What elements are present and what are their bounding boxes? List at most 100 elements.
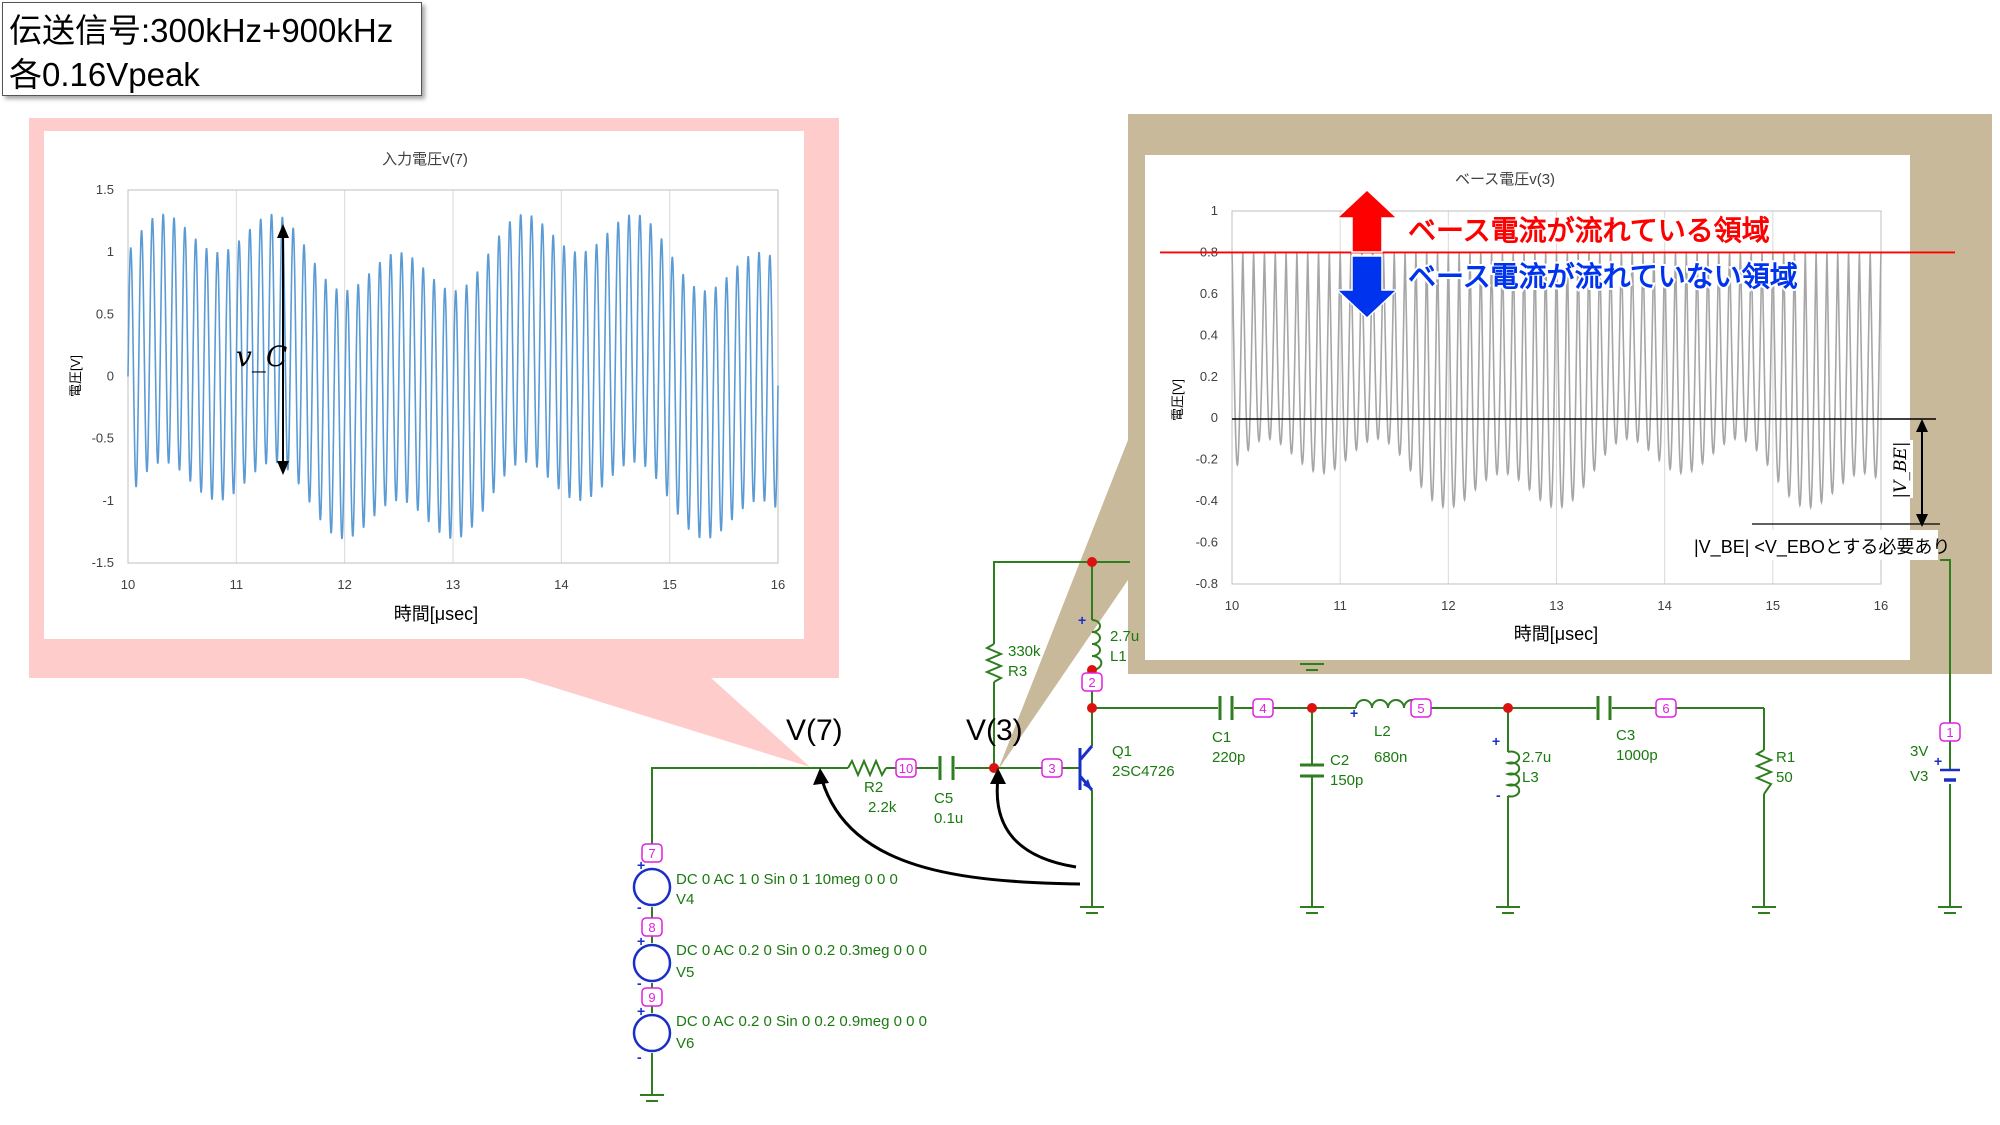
node-marker-box [641,987,663,1007]
label-c3-ref: C3 [1616,727,1635,744]
condition-box [1690,530,1938,560]
wire-input [651,767,848,861]
resistor-r1 [1754,749,1774,795]
label-l2-val: 680n [1374,749,1407,766]
svg-text:+: + [637,857,645,873]
x-tick-label: 13 [446,577,460,592]
y-tick-label: -0.6 [1196,535,1218,550]
node-marker-label: 5 [1417,701,1424,716]
label-v5-spec: DC 0 AC 0.2 0 Sin 0 0.2 0.3meg 0 0 0 [676,942,927,959]
label-c1-ref: C1 [1212,729,1231,746]
svg-text:+: + [1078,612,1086,628]
chart2-y-label: 電圧[V] [1170,379,1185,421]
svg-text:+: + [1492,733,1500,749]
node-marker-box [641,917,663,937]
node-marker-box [641,843,663,863]
y-tick-label: 0.6 [1200,286,1218,301]
pink-callout-pointer [520,677,810,767]
ground-v3 [1938,906,1962,914]
x-tick-label: 13 [1549,598,1563,613]
label-r2-ref: R2 [864,779,883,796]
x-tick-label: 11 [1333,598,1347,613]
x-tick-label: 10 [121,577,135,592]
q1-collector-leg [1078,745,1094,761]
node-marker-box [895,758,917,778]
x-tick-label: 15 [1766,598,1780,613]
chart2-x-label: 時間[μsec] [1514,624,1598,644]
ground-c2 [1300,906,1324,914]
q1-emitter-arrow [1083,779,1092,790]
label-l2-ref: L2 [1374,723,1391,740]
svg-text:-: - [637,1049,642,1065]
ground-under-chart [1300,663,1324,671]
label-c1-val: 220p [1212,749,1245,766]
svg-text:-: - [1496,787,1501,803]
x-tick-label: 16 [771,577,785,592]
label-c3-val: 1000p [1616,747,1658,764]
label-l3-val: 2.7u [1522,749,1551,766]
x-tick-label: 16 [1874,598,1888,613]
x-tick-label: 12 [1441,598,1455,613]
label-r2-val: 2.2k [868,799,897,816]
ground-v6 [640,1094,664,1102]
label-c5-val: 0.1u [934,810,963,827]
chart2-title: ベース電圧v(3) [1455,171,1555,188]
chart1-title: 入力電圧v(7) [382,151,468,168]
svg-text:-: - [637,975,642,991]
svg-text:-: - [637,899,642,915]
x-tick-label: 14 [554,577,568,592]
label-r1-val: 50 [1776,769,1793,786]
chart1-x-label: 時間[μsec] [394,604,478,624]
probe-arrows [813,768,1081,886]
signal-info-line1: 伝送信号:300kHz+900kHz [9,12,394,49]
x-tick-label: 11 [230,577,244,592]
label-v3-val: 3V [1910,743,1928,760]
source-v6 [632,1013,672,1053]
label-v6-spec: DC 0 AC 0.2 0 Sin 0 0.2 0.9meg 0 0 0 [676,1013,927,1030]
y-tick-label: -1 [102,493,114,508]
chart1-input-trace [127,213,779,540]
chart2-y-ticks: 10.80.60.40.20-0.2-0.4-0.6-0.8 [1196,203,1218,591]
label-q1-val: 2SC4726 [1112,763,1175,780]
tan-callout-pointer [998,440,1128,770]
inductor-l3 [1504,750,1521,798]
svg-text:+: + [1934,753,1942,769]
blue-down-arrow [1335,255,1399,320]
inductors [1091,619,1521,798]
label-v4-spec: DC 0 AC 1 0 Sin 0 1 10meg 0 0 0 [676,871,898,888]
conducting-region-label: ベース電流が流れている領域 [1408,214,1770,246]
voltage-sources [632,768,1960,1053]
node-marker-label: 3 [1048,761,1055,776]
node-marker-label: 7 [648,846,655,861]
junction-l3 [1503,703,1513,713]
node-marker-box [1081,672,1103,692]
probe-arrow-v7 [820,779,1081,886]
vc-arrow-head-top [277,224,289,238]
node-marker-label: 9 [648,990,655,1005]
probe-arrow-v7-head [813,768,829,785]
x-tick-label: 15 [662,577,676,592]
node-marker-box [1410,698,1432,718]
chart1-y-ticks: 1.510.50-0.5-1-1.5 [92,182,114,570]
resistor-r3 [984,643,1004,683]
chart2-plot-border [1231,210,1882,585]
wire-v3 [1940,559,1951,770]
vbe-label: |V_BE| [1891,441,1911,498]
non-conducting-region-label: ベース電流が流れていない領域 [1408,260,1798,292]
x-tick-label: 12 [337,577,351,592]
capacitors [938,696,1612,780]
wire-top-rail [993,561,1130,644]
y-tick-label: 0 [107,369,114,384]
node-marker-label: 2 [1088,675,1095,690]
y-tick-label: -0.2 [1196,452,1218,467]
y-tick-label: 0.5 [96,306,114,321]
x-tick-label: 14 [1657,598,1671,613]
signal-info-box: 伝送信号:300kHz+900kHz 各0.16Vpeak [2,2,422,96]
y-tick-label: -0.4 [1196,493,1218,508]
label-c5-ref: C5 [934,790,953,807]
polarity-marks: + + + - + - + - + - + [637,612,1942,1065]
probe-arrow-v3-head [990,768,1006,784]
